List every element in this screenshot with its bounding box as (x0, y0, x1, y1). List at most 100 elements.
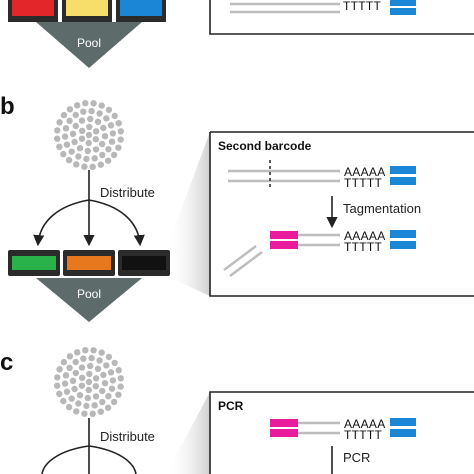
cell-dot (88, 107, 95, 115)
box-title-second-barcode: Second barcode (218, 139, 312, 153)
wells-row-b (8, 250, 170, 276)
cell-dot (85, 131, 93, 139)
panel-b: b Distribute Pool Second barcode AAAAA T… (0, 93, 474, 322)
cell-dot (72, 122, 80, 130)
poly-t-c: TTTTT (344, 428, 383, 442)
zoom-fan-b (166, 132, 210, 296)
cell-dot (78, 364, 86, 371)
magenta-adapter-c1 (270, 419, 298, 427)
cell-dot (82, 347, 89, 354)
cell-dot (60, 358, 68, 366)
cell-dot (73, 408, 80, 415)
cell-dot (92, 375, 100, 382)
cell-dot (54, 382, 61, 389)
panel-c: c Distribute PCR AAAAA TTTTT PCR (0, 347, 474, 474)
cell-dot (56, 366, 63, 373)
poly-t-a: TTTTT (343, 0, 382, 13)
barcode-b2 (390, 177, 416, 185)
cell-dot (86, 370, 93, 378)
poly-t-b1: TTTTT (344, 176, 383, 190)
cell-dot (86, 123, 93, 131)
cell-dot (101, 380, 109, 387)
magenta-adapter-b2 (270, 241, 298, 249)
distribute-label-b: Distribute (100, 185, 155, 200)
cell-dot (105, 393, 112, 400)
cell-dot (117, 383, 124, 390)
cell-dot (69, 377, 77, 384)
cell-dot (60, 397, 67, 405)
poly-a-b1: AAAAA (344, 165, 386, 179)
cell-dot (99, 140, 106, 148)
cell-dot (99, 387, 106, 395)
cell-dot (103, 362, 110, 369)
cell-dot (97, 161, 105, 168)
cell-dot (80, 108, 87, 115)
cell-dot (66, 353, 74, 360)
cell-dot (61, 133, 69, 140)
cell-dot (54, 135, 61, 142)
cell-dot (60, 111, 68, 119)
cell-dot (94, 118, 102, 126)
arrow-left-b (33, 199, 90, 247)
arrow-right-b (88, 199, 145, 247)
cell-dot (71, 138, 78, 146)
cell-dot (69, 130, 77, 137)
barcode-c1 (390, 418, 416, 426)
cell-dot (92, 383, 100, 390)
panel-label-b: b (0, 93, 15, 120)
box-b (209, 131, 474, 297)
cell-dot (115, 144, 122, 151)
cell-dot (105, 353, 113, 361)
cell-dot (107, 369, 115, 376)
cell-dot (88, 354, 95, 362)
cell-dot (91, 155, 98, 162)
barcode-a1 (390, 0, 416, 6)
cell-dot (104, 404, 112, 411)
cell-dot (94, 365, 102, 372)
cell-dot (90, 100, 97, 107)
panel-a: Pool TTTTT (8, 0, 474, 68)
wells-row-a (8, 0, 166, 22)
poly-a-c: AAAAA (344, 417, 386, 431)
cell-dot (79, 127, 86, 134)
cell-dot (80, 355, 87, 362)
cell-dot (85, 378, 93, 386)
cell-dot (89, 410, 96, 417)
cell-dot (78, 135, 86, 142)
cell-dot (90, 347, 97, 354)
magenta-adapter-b1 (270, 231, 298, 239)
cell-dot (56, 143, 63, 150)
cell-dot (76, 392, 84, 399)
cell-dot (96, 110, 103, 117)
cell-dot (108, 385, 116, 392)
cell-dot (72, 111, 79, 119)
well-red-fill (12, 0, 54, 16)
cell-dot (66, 106, 74, 113)
pcr-step-label: PCR (343, 450, 370, 465)
cell-cluster-b (54, 100, 125, 170)
cell-dot (61, 380, 69, 387)
cell-dot (96, 357, 103, 364)
cell-dot (104, 157, 112, 164)
cell-dot (97, 408, 105, 415)
cell-dot (110, 151, 118, 159)
cell-dot (85, 386, 92, 394)
cell-dot (79, 374, 86, 381)
cell-dot (115, 391, 122, 398)
poly-t-b2: TTTTT (344, 240, 383, 254)
cell-dot (66, 117, 73, 125)
cell-dot (62, 125, 70, 132)
cell-dot (84, 394, 92, 402)
cell-dot (107, 122, 115, 129)
cell-dot (92, 128, 100, 135)
box-a (209, 0, 474, 35)
pool-funnel-b (36, 278, 142, 322)
cell-dot (85, 139, 92, 147)
cell-dot (98, 349, 105, 356)
barcode-b3 (390, 230, 416, 238)
cell-dot (117, 128, 125, 135)
barcode-a2 (390, 8, 416, 15)
cell-dot (111, 359, 118, 367)
cell-dot (63, 141, 71, 148)
